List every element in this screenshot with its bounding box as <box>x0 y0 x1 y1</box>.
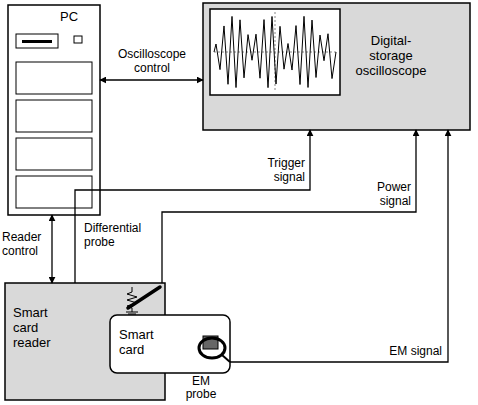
drive-bay <box>16 176 92 208</box>
signal-connector <box>100 79 203 80</box>
connector-label: Power signal <box>354 180 411 208</box>
differential-probe <box>128 287 160 308</box>
connector-label: EM signal <box>378 344 442 358</box>
waveform <box>214 16 336 87</box>
probe-label: EM probe <box>178 375 224 401</box>
device-box: Digital-storage oscilloscope <box>203 3 470 130</box>
probe-label: Differential probe <box>84 221 158 249</box>
device-name: Smart card <box>119 327 169 357</box>
signal-connector <box>162 130 416 283</box>
pc-case <box>8 5 100 215</box>
device-name: Smart card reader <box>13 305 65 350</box>
power-button <box>74 36 82 43</box>
oscilloscope-screen <box>210 9 340 95</box>
em-probe-lead <box>222 355 230 362</box>
device-name: PC <box>60 9 100 24</box>
signal-connector <box>51 215 52 283</box>
floppy-slot <box>22 40 52 43</box>
oscilloscope-case <box>203 3 470 130</box>
drive-bay <box>16 138 92 170</box>
device-name: Digital-storage oscilloscope <box>351 33 431 78</box>
connector-label: Trigger signal <box>248 156 305 184</box>
device-box: PC <box>8 5 100 215</box>
signal-connector <box>75 130 310 283</box>
smart-card-body <box>110 315 230 373</box>
connector-label: Oscilloscope control <box>101 47 203 75</box>
signal-connector <box>230 130 448 362</box>
floppy-drive <box>16 34 58 48</box>
device-box: Smart card <box>110 315 230 373</box>
em-probe-coil <box>199 338 225 358</box>
drive-bay <box>16 100 92 132</box>
drive-bay <box>16 62 92 94</box>
connector-label: Reader control <box>2 230 50 258</box>
